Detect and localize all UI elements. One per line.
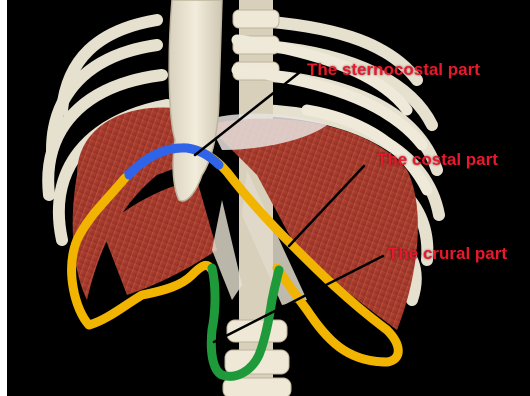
label-crural-part: The crural part: [388, 244, 507, 264]
label-sternocostal-part: The sternocostal part: [307, 60, 480, 80]
sternum: [169, 0, 222, 201]
label-costal-part: The costal part: [377, 150, 498, 170]
image-frame: The sternocostal part The costal part Th…: [7, 0, 530, 396]
